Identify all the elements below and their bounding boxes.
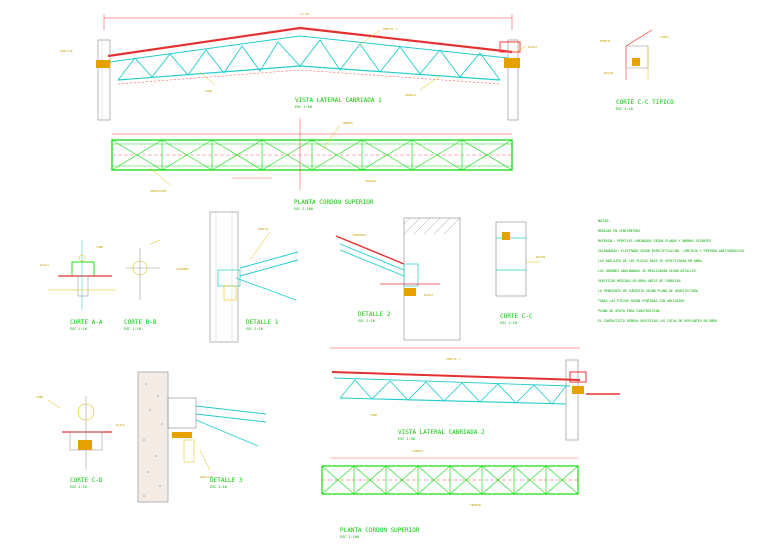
notes-block: NOTAS: MEDIDAS EN CENTIMETROS MATERIAL: … [598,219,744,323]
svg-text:PLACA: PLACA [528,45,537,49]
scale-planta-cordon-2: ESC 1:100 [340,535,359,539]
svg-text:COLUMNA: COLUMNA [176,267,189,271]
note-2: MATERIAL: PERFILES LAMINADOS SEGUN PLANO… [598,239,711,243]
truss-elevation-2: PERFIL C TUBO VISTA LATERAL CABRIADA 2 E… [330,347,620,441]
detail-2: CUBIERTA PLACA DETALLE 2 ESC 1:10 [335,217,461,341]
title-planta-cordon-1: PLANTA CORDON SUPERIOR [294,199,374,206]
svg-text:ARRIOSTRE: ARRIOSTRE [150,189,166,193]
note-8: TODAS LAS PIEZAS SERAN PINTADAS CON ANTI… [598,299,684,303]
scale-corte-bb: ESC 1:10 [124,327,141,331]
note-5: LAS UNIONES ABULONADAS SE REALIZARAN SEG… [598,269,696,273]
top-chord-plan-1: CORREA ARRIOSTRE TENSOR PLANTA CORDON SU… [111,118,513,211]
truss-elevation-1: 13.40 PERFIL C TUBO ANGULO PLACA ANCLAJE… [60,12,537,121]
svg-text:TENSOR: TENSOR [470,503,481,507]
note-10: EL CONTRATISTA DEBERA VERIFICAR LAS COTA… [598,319,717,323]
note-6: VERIFICAR MEDIDAS EN OBRA ANTES DE FABRI… [598,279,681,283]
title-vista-lateral-1: VISTA LATERAL CABRIADA 1 [295,97,382,104]
scale-corte-aa: ESC 1:10 [70,327,87,331]
note-7: LA PENDIENTE DE CUBIERTA SEGUN PLANO DE … [598,289,698,293]
svg-text:PERFIL C: PERFIL C [383,27,398,31]
svg-text:TUBO: TUBO [96,245,103,249]
title-vista-lateral-2: VISTA LATERAL CABRIADA 2 [398,429,485,436]
scale-planta-cordon-1: ESC 1:100 [294,207,313,211]
svg-text:PERFIL: PERFIL [600,39,611,43]
svg-text:PLACA: PLACA [424,293,433,297]
scale-detalle-1: ESC 1:10 [246,327,263,331]
scale-vista-lateral-1: ESC 1:50 [295,105,312,109]
title-detalle-3: DETALLE 3 [210,477,243,484]
note-4: LOS ANCLAJES DE LAS PLACAS BASE SE VERIF… [598,259,702,263]
section-cc: BULON CORTE C-C ESC 1:10 [495,221,545,325]
note-1: MEDIDAS EN CENTIMETROS [598,229,640,233]
title-corte-aa: CORTE A-A [70,319,103,326]
scale-detalle-3: ESC 1:10 [210,485,227,489]
svg-text:ANCLAJE: ANCLAJE [200,475,213,479]
scale-corte-cd: ESC 1:10 [70,485,87,489]
section-aa: TUBO PLACA CORTE A-A ESC 1:10 [40,240,116,331]
scale-corte-cc-tipico: ESC 1:10 [616,107,633,111]
scale-corte-cc: ESC 1:10 [500,321,517,325]
svg-text:BULON: BULON [604,71,613,75]
svg-text:TUBO: TUBO [36,395,43,399]
svg-text:PLACA: PLACA [40,263,49,267]
notes-heading: NOTAS: [598,219,611,223]
scale-vista-lateral-2: ESC 1:50 [398,437,415,441]
svg-text:CORREA: CORREA [342,121,353,125]
note-3: SOLDADURAS: ELECTRODO SEGUN ESPECIFICACI… [598,249,744,253]
detail-1: PERFIL COLUMNA DETALLE 1 ESC 1:10 [176,211,299,343]
svg-text:TUBO: TUBO [370,413,377,417]
scale-detalle-2: ESC 1:10 [358,319,375,323]
svg-text:ANGULO: ANGULO [405,93,416,97]
note-9: PLANO DE APOYO PARA CONSTRUCCION [598,309,659,313]
section-bb: CORTE B-B ESC 1:10 [124,239,161,331]
svg-text:PERFIL: PERFIL [258,227,269,231]
section-cd: TUBO PLACA CORTE C-D ESC 1:10 [36,395,125,489]
svg-text:TUBO: TUBO [205,89,212,93]
title-corte-bb: CORTE B-B [124,319,157,326]
title-planta-cordon-2: PLANTA CORDON SUPERIOR [340,527,420,534]
svg-text:CUBIERTA: CUBIERTA [352,233,367,237]
title-corte-cc-tipico: CORTE C-C TIPICO [616,99,674,106]
title-detalle-2: DETALLE 2 [358,311,391,318]
svg-text:13.40: 13.40 [300,12,309,16]
svg-text:PLACA: PLACA [116,423,125,427]
svg-text:CORREA: CORREA [412,449,423,453]
top-chord-plan-2: CORREA TENSOR PLANTA CORDON SUPERIOR ESC… [321,449,579,539]
svg-text:ANCLAJE: ANCLAJE [60,49,73,53]
title-detalle-1: DETALLE 1 [246,319,279,326]
svg-text:BULON: BULON [536,255,545,259]
svg-text:TENSOR: TENSOR [365,179,376,183]
detail-3: ANCLAJE DETALLE 3 ESC 1:10 [137,371,267,503]
title-corte-cd: CORTE C-D [70,477,103,484]
svg-text:CHAPA: CHAPA [660,35,669,39]
title-corte-cc: CORTE C-C [500,313,533,320]
section-cc-tipico: PERFIL CHAPA BULON CORTE C-C TIPICO ESC … [600,29,674,111]
svg-text:PERFIL C: PERFIL C [446,357,461,361]
